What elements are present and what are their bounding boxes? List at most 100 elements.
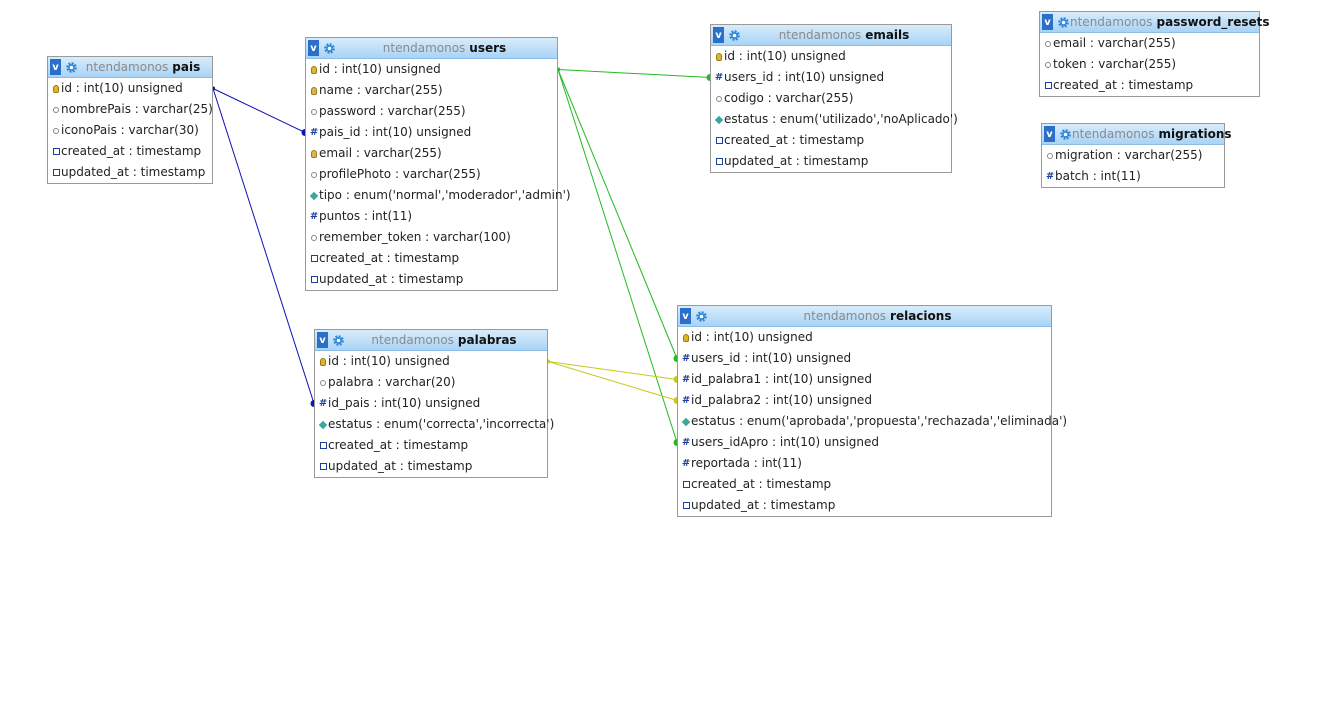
column-row[interactable]: updated_at : timestamp: [306, 269, 557, 290]
column-row[interactable]: created_at : timestamp: [711, 130, 951, 151]
column-row[interactable]: #id_palabra1 : int(10) unsigned: [678, 369, 1051, 390]
toggle-columns-button[interactable]: v: [50, 59, 61, 75]
column-row[interactable]: codigo : varchar(255): [711, 88, 951, 109]
column-row[interactable]: created_at : timestamp: [306, 248, 557, 269]
text-column-icon: [1044, 60, 1052, 70]
toggle-columns-button[interactable]: v: [317, 332, 328, 348]
column-row[interactable]: estatus : enum('correcta','incorrecta'): [315, 414, 554, 435]
column-row[interactable]: email : varchar(255): [1040, 33, 1259, 54]
column-label: created_at : timestamp: [691, 477, 832, 491]
column-row[interactable]: updated_at : timestamp: [48, 162, 212, 183]
column-label: iconoPais : varchar(30): [61, 123, 199, 137]
gear-icon[interactable]: [727, 28, 741, 42]
enum-column-icon: [318, 420, 328, 430]
toggle-columns-button[interactable]: v: [1042, 14, 1053, 30]
relation-line: [212, 88, 306, 133]
column-row[interactable]: id : int(10) unsigned: [315, 351, 547, 372]
gear-icon[interactable]: [322, 41, 336, 55]
enum-column-icon: [309, 191, 319, 201]
column-label: id_palabra1 : int(10) unsigned: [691, 372, 872, 386]
timestamp-column-icon: [310, 275, 318, 285]
column-row[interactable]: #users_id : int(10) unsigned: [711, 67, 951, 88]
timestamp-column-icon: [715, 157, 723, 167]
column-row[interactable]: token : varchar(255): [1040, 54, 1259, 75]
column-row[interactable]: iconoPais : varchar(30): [48, 120, 212, 141]
timestamp-column-icon: [682, 501, 690, 511]
timestamp-column-icon: [310, 254, 318, 264]
column-label: email : varchar(255): [319, 146, 442, 160]
column-row[interactable]: #id_palabra2 : int(10) unsigned: [678, 390, 1051, 411]
column-row[interactable]: created_at : timestamp: [315, 435, 547, 456]
column-row[interactable]: profilePhoto : varchar(255): [306, 164, 557, 185]
database-name: ntendamonos: [803, 309, 887, 323]
column-row[interactable]: estatus : enum('utilizado','noAplicado'): [711, 109, 958, 130]
column-row[interactable]: email : varchar(255): [306, 143, 557, 164]
text-column-icon: [1046, 151, 1054, 161]
column-row[interactable]: created_at : timestamp: [1040, 75, 1259, 96]
gear-icon[interactable]: [331, 333, 345, 347]
column-row[interactable]: updated_at : timestamp: [315, 456, 547, 477]
gear-icon[interactable]: [694, 309, 708, 323]
column-label: created_at : timestamp: [61, 144, 202, 158]
column-label: created_at : timestamp: [319, 251, 460, 265]
column-row[interactable]: created_at : timestamp: [678, 474, 1051, 495]
column-row[interactable]: migration : varchar(255): [1042, 145, 1224, 166]
gear-icon[interactable]: [64, 60, 78, 74]
numeric-column-icon: #: [681, 373, 691, 385]
column-row[interactable]: estatus : enum('aprobada','propuesta','r…: [678, 411, 1067, 432]
column-row[interactable]: #users_idApro : int(10) unsigned: [678, 432, 1051, 453]
column-label: reportada : int(11): [691, 456, 802, 470]
column-row[interactable]: id : int(10) unsigned: [48, 78, 212, 99]
gear-icon[interactable]: [1056, 15, 1070, 29]
column-row[interactable]: #puntos : int(11): [306, 206, 557, 227]
database-name: ntendamonos: [1070, 15, 1153, 29]
column-row[interactable]: #users_id : int(10) unsigned: [678, 348, 1051, 369]
column-row[interactable]: created_at : timestamp: [48, 141, 212, 162]
column-row[interactable]: updated_at : timestamp: [678, 495, 1051, 516]
column-row[interactable]: password : varchar(255): [306, 101, 557, 122]
toggle-columns-button[interactable]: v: [680, 308, 691, 324]
column-row[interactable]: nombrePais : varchar(25): [48, 99, 213, 120]
enum-column-icon: [681, 417, 691, 427]
gear-icon[interactable]: [1058, 127, 1072, 141]
table-name: users: [469, 41, 507, 55]
column-label: palabra : varchar(20): [328, 375, 456, 389]
column-row[interactable]: #reportada : int(11): [678, 453, 1051, 474]
column-row[interactable]: #batch : int(11): [1042, 166, 1224, 187]
column-row[interactable]: name : varchar(255): [306, 80, 557, 101]
relation-line: [557, 69, 711, 78]
toggle-columns-button[interactable]: v: [1044, 126, 1055, 142]
column-row[interactable]: id : int(10) unsigned: [306, 59, 557, 80]
key-column-icon: [310, 149, 318, 159]
column-row[interactable]: #id_pais : int(10) unsigned: [315, 393, 547, 414]
primary-key-icon: [319, 357, 327, 367]
column-row[interactable]: id : int(10) unsigned: [678, 327, 1051, 348]
column-row[interactable]: #pais_id : int(10) unsigned: [306, 122, 557, 143]
toggle-columns-button[interactable]: v: [308, 40, 319, 56]
toggle-columns-button[interactable]: v: [713, 27, 724, 43]
relation-line: [557, 69, 678, 443]
column-label: estatus : enum('utilizado','noAplicado'): [724, 112, 958, 126]
column-row[interactable]: remember_token : varchar(100): [306, 227, 557, 248]
table-name: emails: [865, 28, 910, 42]
column-row[interactable]: id : int(10) unsigned: [711, 46, 951, 67]
column-label: estatus : enum('correcta','incorrecta'): [328, 417, 555, 431]
column-row[interactable]: palabra : varchar(20): [315, 372, 547, 393]
column-row[interactable]: updated_at : timestamp: [711, 151, 951, 172]
column-label: updated_at : timestamp: [319, 272, 464, 286]
column-row[interactable]: tipo : enum('normal','moderador','admin'…: [306, 185, 571, 206]
